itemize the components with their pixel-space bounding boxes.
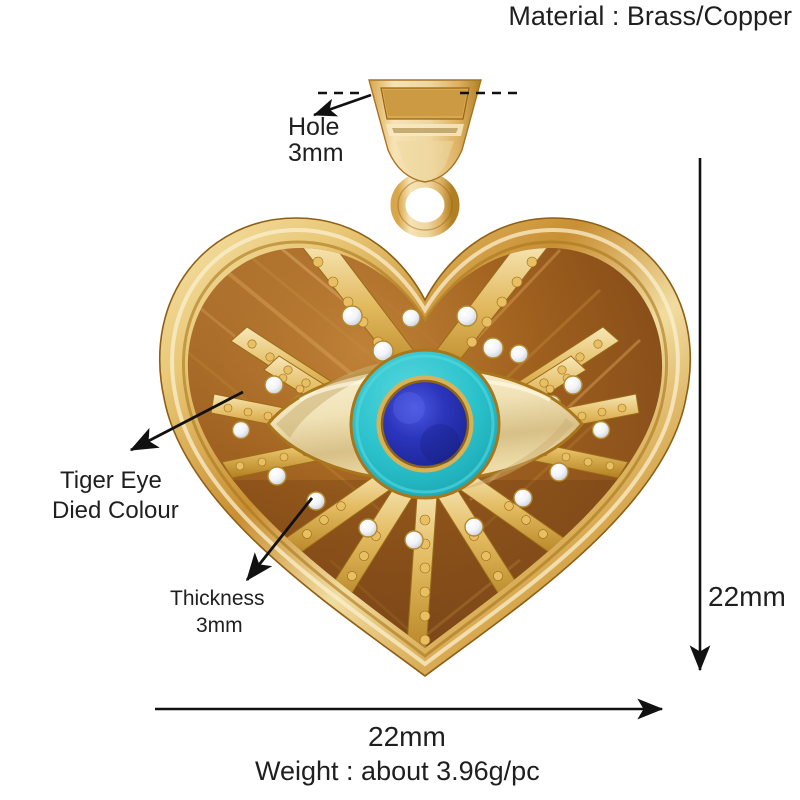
tiger-eye-label-line1: Tiger Eye — [60, 467, 162, 494]
material-label: Material : Brass/Copper — [508, 1, 792, 31]
bail-loop-icon — [368, 79, 482, 238]
hole-arrow — [313, 93, 372, 117]
thickness-label-line1: Thickness — [170, 587, 265, 610]
evil-eye-icon — [266, 348, 584, 500]
height-dimension-label: 22mm — [708, 581, 786, 612]
hole-label-line2: 3mm — [288, 139, 344, 167]
sunburst-rays-icon — [210, 248, 640, 648]
tiger-eye-label-line2: Died Colour — [52, 497, 179, 524]
thickness-label-line2: 3mm — [196, 614, 243, 637]
cz-stone-icon — [231, 305, 611, 550]
hole-label-line1: Hole — [288, 113, 340, 141]
weight-label: Weight : about 3.96g/pc — [255, 756, 540, 786]
tiger-eye-arrow — [129, 390, 244, 452]
thickness-arrow — [245, 497, 314, 582]
width-dimension-label: 22mm — [368, 721, 446, 752]
